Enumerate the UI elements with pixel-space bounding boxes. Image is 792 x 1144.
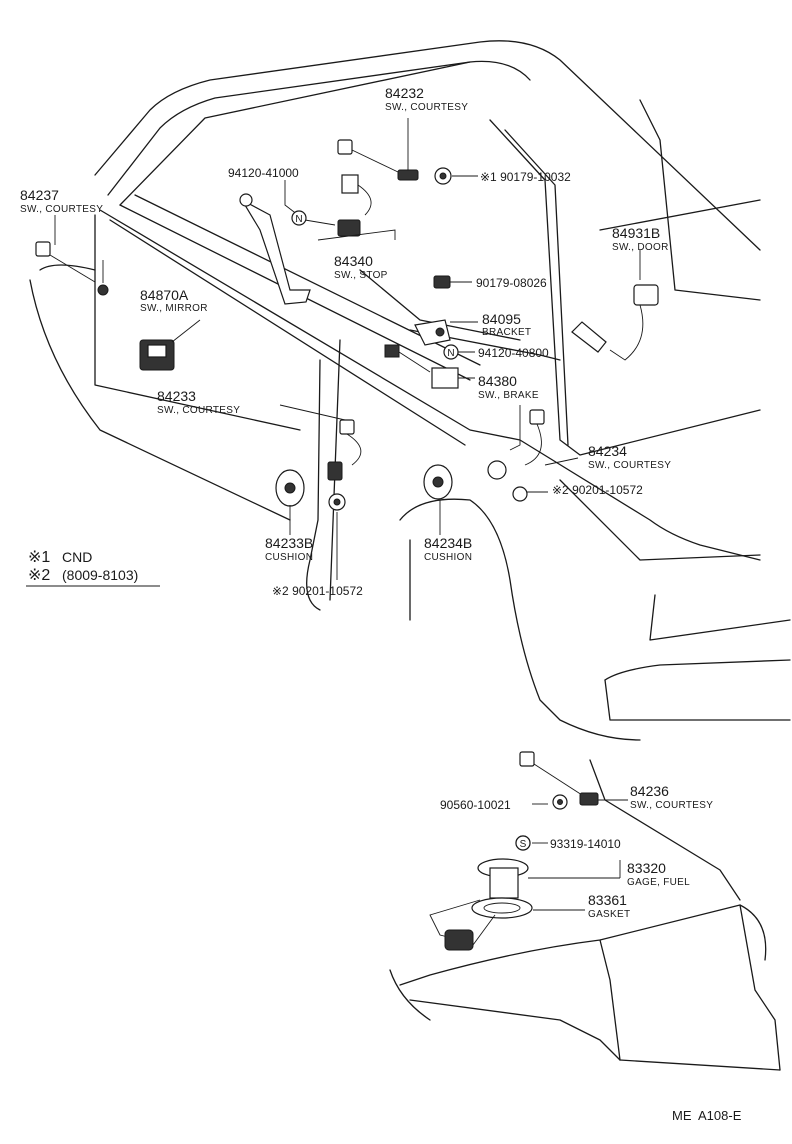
screw-symbol: S [515, 835, 531, 851]
footer-code: ME A108-E [672, 1108, 742, 1123]
label-90179-08026: 90179-08026 [476, 276, 547, 290]
svg-text:SW., COURTESY: SW., COURTESY [157, 405, 240, 416]
svg-text:※2 90201-10572: ※2 90201-10572 [272, 584, 363, 598]
svg-text:SW., COURTESY: SW., COURTESY [20, 204, 103, 215]
svg-text:90560-10021: 90560-10021 [440, 798, 511, 812]
legend-mark-2: ※2 [28, 567, 50, 584]
label-84234: 84234 SW., COURTESY [588, 443, 671, 471]
label-90560-10021: 90560-10021 [440, 798, 511, 812]
label-94120-40800: 94120-40800 [478, 346, 549, 360]
label-83320: 83320 GAGE, FUEL [627, 860, 690, 888]
svg-text:84095: 84095 [482, 311, 521, 327]
label-84232: 84232 SW., COURTESY [385, 85, 468, 113]
svg-text:GASKET: GASKET [588, 909, 630, 920]
svg-text:SW., COURTESY: SW., COURTESY [385, 102, 468, 113]
legend-text-2: (8009-8103) [62, 567, 138, 583]
label-94120-41000: 94120-41000 [228, 166, 299, 180]
nut-symbol-upper: N [291, 210, 307, 226]
label-93319-14010: 93319-14010 [550, 837, 621, 851]
leader-lines [54, 118, 641, 911]
fastener-symbols: N N S [291, 210, 531, 851]
svg-text:SW., STOP: SW., STOP [334, 270, 388, 281]
label-84237: 84237 SW., COURTESY [20, 187, 103, 215]
svg-text:84233: 84233 [157, 388, 196, 404]
svg-text:CUSHION: CUSHION [424, 552, 472, 563]
svg-text:BRACKET: BRACKET [482, 327, 531, 338]
label-84236: 84236 SW., COURTESY [630, 783, 713, 811]
label-84870a: 84870A SW., MIRROR [140, 287, 208, 314]
svg-text:84931B: 84931B [612, 225, 660, 241]
rear-body-outline [389, 759, 781, 1071]
label-90179-10032: ※1 90179-10032 [480, 170, 571, 184]
legend-text-1: CND [62, 549, 92, 565]
svg-text:84233B: 84233B [265, 535, 313, 551]
svg-text:SW., COURTESY: SW., COURTESY [588, 460, 671, 471]
part-labels: 84232 SW., COURTESY ※1 90179-10032 94120… [20, 85, 713, 920]
label-84380: 84380 SW., BRAKE [478, 373, 539, 401]
svg-text:GAGE, FUEL: GAGE, FUEL [627, 877, 690, 888]
nut-symbol-bracket: N [443, 344, 459, 360]
svg-text:90179-08026: 90179-08026 [476, 276, 547, 290]
svg-text:S: S [520, 839, 527, 850]
label-83361: 83361 GASKET [588, 892, 630, 920]
legend-mark-1: ※1 [28, 549, 50, 566]
legend: ※1 CND ※2 (8009-8103) [26, 549, 160, 587]
svg-text:93319-14010: 93319-14010 [550, 837, 621, 851]
svg-text:84234B: 84234B [424, 535, 472, 551]
svg-text:※1 90179-10032: ※1 90179-10032 [480, 170, 571, 184]
svg-text:84236: 84236 [630, 783, 669, 799]
svg-text:84237: 84237 [20, 187, 59, 203]
svg-text:94120-41000: 94120-41000 [228, 166, 299, 180]
label-90201-10572-lower: ※2 90201-10572 [272, 584, 363, 598]
svg-text:84380: 84380 [478, 373, 517, 389]
svg-text:SW., BRAKE: SW., BRAKE [478, 390, 539, 401]
label-84234b: 84234B CUSHION [424, 535, 472, 563]
svg-text:94120-40800: 94120-40800 [478, 346, 549, 360]
part-shapes [35, 139, 659, 951]
label-84233b: 84233B CUSHION [265, 535, 313, 563]
svg-text:CUSHION: CUSHION [265, 552, 313, 563]
svg-text:84870A: 84870A [140, 287, 189, 303]
svg-text:84232: 84232 [385, 85, 424, 101]
svg-text:83361: 83361 [588, 892, 627, 908]
svg-text:SW., COURTESY: SW., COURTESY [630, 800, 713, 811]
svg-text:SW., MIRROR: SW., MIRROR [140, 303, 208, 314]
label-84233: 84233 SW., COURTESY [157, 388, 240, 416]
svg-text:84234: 84234 [588, 443, 627, 459]
label-84095: 84095 BRACKET [482, 311, 531, 338]
svg-text:84340: 84340 [334, 253, 373, 269]
car-body-outline [29, 40, 791, 741]
svg-text:SW., DOOR: SW., DOOR [612, 242, 669, 253]
svg-text:83320: 83320 [627, 860, 666, 876]
svg-text:N: N [295, 214, 302, 225]
label-84931b: 84931B SW., DOOR [612, 225, 669, 253]
svg-text:N: N [447, 348, 454, 359]
label-90201-10572-upper: ※2 90201-10572 [552, 483, 643, 497]
svg-text:※2 90201-10572: ※2 90201-10572 [552, 483, 643, 497]
label-84340: 84340 SW., STOP [334, 253, 388, 281]
